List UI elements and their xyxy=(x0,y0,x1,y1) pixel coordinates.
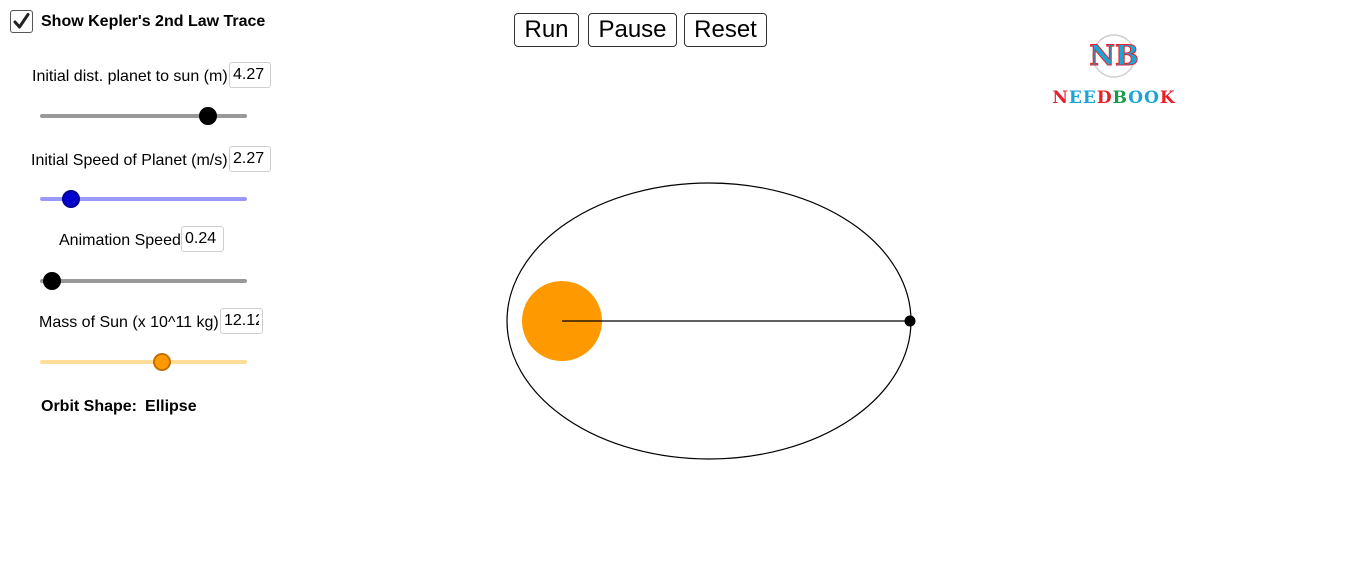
initial-speed-input[interactable] xyxy=(229,146,271,172)
logo-letter: O xyxy=(1128,88,1145,108)
slider-track xyxy=(40,197,247,201)
orbit-shape-readout: Orbit Shape: Ellipse xyxy=(41,398,197,416)
animation-speed-input[interactable] xyxy=(181,226,224,252)
needbook-logo-mark: NB xyxy=(1090,34,1138,78)
kepler-trace-label: Show Kepler's 2nd Law Trace xyxy=(41,12,266,30)
checkmark-icon xyxy=(13,13,30,29)
initial-distance-input[interactable] xyxy=(229,62,271,88)
initial-speed-slider[interactable] xyxy=(40,189,247,209)
logo-letter: E xyxy=(1068,88,1083,108)
reset-button[interactable]: Reset xyxy=(684,13,767,47)
initial-distance-slider[interactable] xyxy=(40,106,247,126)
sun-mass-slider[interactable] xyxy=(40,352,247,372)
logo-letter: N xyxy=(1052,88,1069,108)
kepler-trace-checkbox[interactable]: Show Kepler's 2nd Law Trace xyxy=(10,10,265,33)
slider-thumb[interactable] xyxy=(43,272,62,290)
slider-thumb[interactable] xyxy=(62,190,81,208)
orbit-shape-value: Ellipse xyxy=(145,398,197,415)
slider-track xyxy=(40,360,247,364)
slider-thumb[interactable] xyxy=(153,353,172,371)
logo-letter: B xyxy=(1112,88,1129,108)
slider-track xyxy=(40,279,247,283)
slider-thumb[interactable] xyxy=(198,107,217,125)
checkbox-box[interactable] xyxy=(10,10,33,33)
needbook-logo: NB NEEDBOOK xyxy=(1050,34,1178,110)
animation-speed-label: Animation Speed xyxy=(59,232,181,249)
logo-mark-text: NB xyxy=(1090,39,1138,72)
run-button[interactable]: Run xyxy=(514,13,579,47)
pause-button[interactable]: Pause xyxy=(588,13,677,47)
logo-letter: D xyxy=(1096,88,1113,108)
logo-letter: E xyxy=(1082,88,1097,108)
initial-speed-label: Initial Speed of Planet (m/s) xyxy=(31,152,228,169)
planet[interactable] xyxy=(904,315,916,327)
slider-track xyxy=(40,114,247,118)
animation-speed-slider[interactable] xyxy=(40,271,247,291)
initial-distance-label: Initial dist. planet to sun (m) xyxy=(32,68,228,85)
needbook-wordmark: NEEDBOOK xyxy=(1050,88,1178,108)
sun-mass-input[interactable] xyxy=(220,308,263,334)
logo-letter: K xyxy=(1159,88,1176,108)
logo-letter: O xyxy=(1144,88,1160,108)
orbit-shape-label: Orbit Shape: xyxy=(41,398,138,415)
sun-mass-label: Mass of Sun (x 10^11 kg) xyxy=(39,314,219,331)
